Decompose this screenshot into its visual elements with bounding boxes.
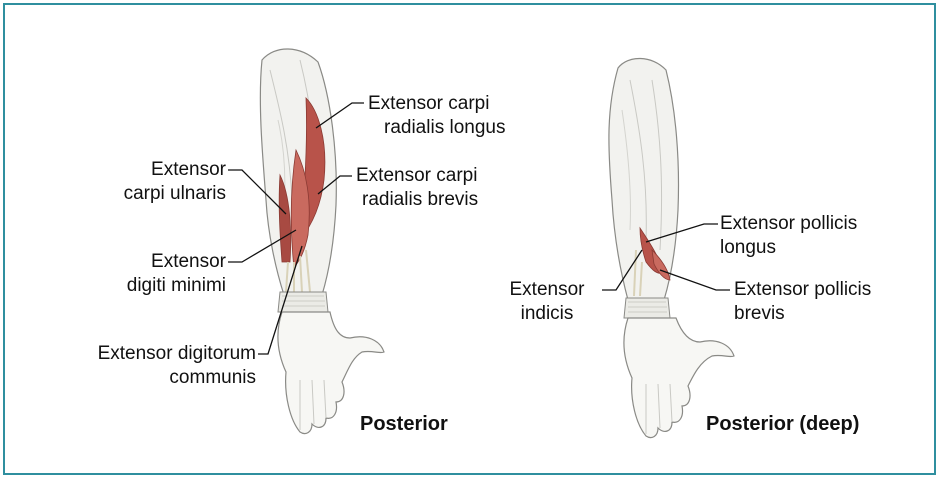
label-ep-brevis-line2: brevis	[734, 302, 871, 326]
label-ecr-brevis-line2: radialis brevis	[356, 188, 478, 212]
label-e-indicis: Extensor indicis	[494, 278, 600, 326]
posterior-deep-arm	[609, 58, 734, 437]
label-ec-ulnaris-line2: carpi ulnaris	[98, 182, 226, 206]
label-ed-communis-line1: Extensor digitorum	[20, 342, 256, 366]
label-ep-brevis: Extensor pollicis brevis	[734, 278, 871, 326]
label-e-indicis-line1: Extensor	[494, 278, 600, 302]
label-e-indicis-line2: indicis	[494, 302, 600, 326]
label-ecr-brevis-line1: Extensor carpi	[356, 164, 478, 188]
label-ed-minimi: Extensor digiti minimi	[98, 250, 226, 298]
posterior-arm	[260, 49, 384, 434]
label-ed-minimi-line2: digiti minimi	[98, 274, 226, 298]
label-ec-ulnaris: Extensor carpi ulnaris	[98, 158, 226, 206]
label-ed-communis: Extensor digitorum communis	[20, 342, 256, 390]
label-ed-communis-line2: communis	[20, 366, 256, 390]
label-ec-ulnaris-line1: Extensor	[98, 158, 226, 182]
label-ep-longus-line1: Extensor pollicis	[720, 212, 857, 236]
label-ecr-longus-line1: Extensor carpi	[368, 92, 505, 116]
label-ecr-longus-line2: radialis longus	[368, 116, 505, 140]
label-ed-minimi-line1: Extensor	[98, 250, 226, 274]
label-ep-brevis-line1: Extensor pollicis	[734, 278, 871, 302]
caption-posterior-deep: Posterior (deep)	[706, 412, 859, 436]
caption-posterior: Posterior	[360, 412, 448, 436]
label-ecr-longus: Extensor carpi radialis longus	[368, 92, 505, 140]
label-ep-longus: Extensor pollicis longus	[720, 212, 857, 260]
label-ecr-brevis: Extensor carpi radialis brevis	[356, 164, 478, 212]
label-ep-longus-line2: longus	[720, 236, 857, 260]
